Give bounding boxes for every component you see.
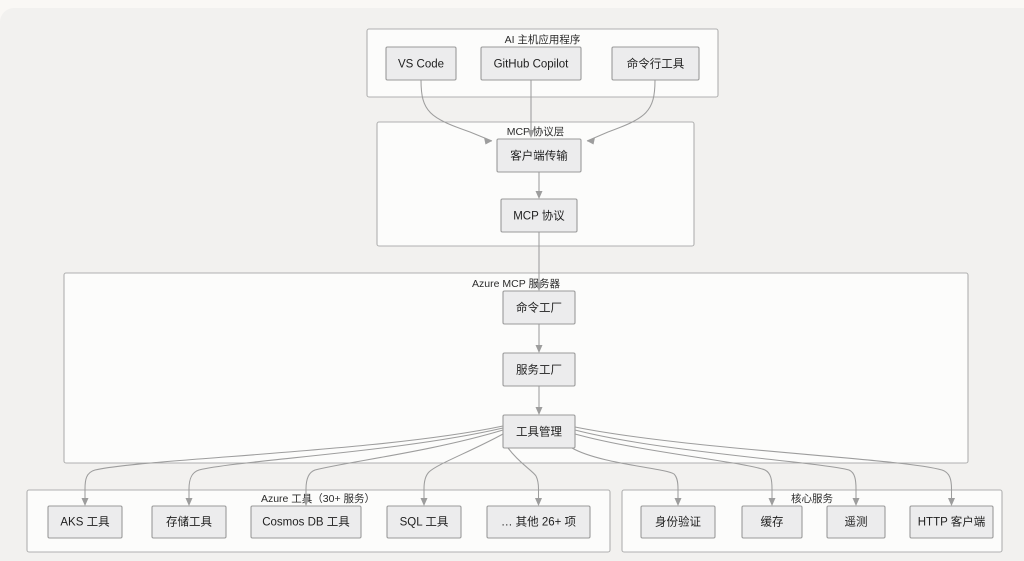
cluster-ai-host-label: AI 主机应用程序	[505, 33, 581, 46]
edge-tool-manager-to-others	[507, 447, 542, 506]
cluster-ai-host: AI 主机应用程序 VS Code GitHub Copilot 命令行工具	[366, 28, 719, 98]
node-cli-tools[interactable]: 命令行工具	[611, 46, 700, 81]
edge-vscode-to-client-transport	[420, 79, 493, 145]
node-sql-tools[interactable]: SQL 工具	[386, 505, 462, 539]
cluster-mcp-layer-label: MCP 协议层	[507, 125, 565, 138]
edge-tool-manager-to-cosmos	[302, 429, 504, 506]
edge-client-transport-to-mcp-protocol	[535, 172, 543, 199]
node-storage-tools[interactable]: 存储工具	[151, 505, 227, 539]
node-cosmos-db-tools[interactable]: Cosmos DB 工具	[250, 505, 362, 539]
cluster-azure-tools: Azure 工具（30+ 服务） AKS 工具 存储工具 Cosmos DB 工…	[26, 489, 611, 553]
node-telemetry-label: 遥测	[845, 516, 868, 529]
node-other-tools[interactable]: … 其他 26+ 项	[486, 505, 591, 539]
edge-mcp-protocol-to-command-factory	[535, 232, 543, 291]
node-github-copilot-label: GitHub Copilot	[494, 59, 570, 71]
edge-cli-to-client-transport	[586, 79, 656, 145]
node-client-transport[interactable]: 客户端传输	[496, 138, 582, 173]
node-tool-manager[interactable]: 工具管理	[502, 414, 576, 449]
edge-tool-manager-to-storage	[185, 427, 504, 506]
node-mcp-protocol-label: MCP 协议	[513, 209, 565, 223]
cluster-azure-mcp-server: Azure MCP 服务器 命令工厂 服务工厂 工具管理	[63, 272, 969, 464]
cluster-mcp-layer: MCP 协议层 客户端传输 MCP 协议	[376, 121, 695, 247]
node-mcp-protocol[interactable]: MCP 协议	[500, 198, 578, 233]
node-command-factory[interactable]: 命令工厂	[502, 290, 576, 325]
cluster-core-services-rect	[621, 489, 1003, 553]
node-github-copilot[interactable]: GitHub Copilot	[480, 46, 582, 81]
node-aks-tools-label: AKS 工具	[60, 516, 110, 529]
node-client-transport-label: 客户端传输	[510, 149, 568, 163]
node-authentication[interactable]: 身份验证	[640, 505, 716, 539]
node-authentication-label: 身份验证	[655, 515, 701, 529]
node-other-tools-label: … 其他 26+ 项	[501, 516, 577, 529]
cluster-azure-tools-label: Azure 工具（30+ 服务）	[261, 492, 375, 505]
node-cache[interactable]: 缓存	[741, 505, 803, 539]
node-http-client-label: HTTP 客户端	[918, 515, 986, 529]
node-sql-tools-label: SQL 工具	[400, 516, 449, 529]
edges-group	[81, 79, 955, 506]
node-tool-manager-label: 工具管理	[516, 425, 562, 439]
cluster-azure-mcp-server-label: Azure MCP 服务器	[472, 277, 560, 290]
cluster-core-services-label: 核心服务	[791, 492, 833, 505]
edge-command-factory-to-service-factory	[535, 324, 543, 353]
node-storage-tools-label: 存储工具	[166, 515, 212, 529]
edge-tool-manager-to-sql	[420, 433, 504, 506]
edge-tool-manager-to-cache	[574, 433, 776, 506]
node-cli-tools-label: 命令行工具	[627, 57, 685, 71]
edge-tool-manager-to-http-client	[574, 426, 955, 506]
edge-tool-manager-to-telemetry	[574, 429, 860, 506]
cluster-mcp-layer-rect	[376, 121, 695, 247]
node-telemetry[interactable]: 遥测	[826, 505, 886, 539]
edge-tool-manager-to-aks	[81, 425, 504, 506]
node-aks-tools[interactable]: AKS 工具	[47, 505, 123, 539]
node-command-factory-label: 命令工厂	[516, 301, 562, 315]
node-service-factory[interactable]: 服务工厂	[502, 352, 576, 387]
cluster-core-services: 核心服务 身份验证 缓存 遥测 HTTP 客户端	[621, 489, 1003, 553]
node-vs-code[interactable]: VS Code	[385, 46, 457, 81]
node-http-client[interactable]: HTTP 客户端	[909, 505, 994, 539]
node-cache-label: 缓存	[761, 515, 784, 529]
edge-copilot-to-client-transport	[527, 80, 535, 138]
edge-service-factory-to-tool-manager	[535, 386, 543, 415]
node-service-factory-label: 服务工厂	[516, 363, 562, 377]
node-cosmos-db-tools-label: Cosmos DB 工具	[262, 516, 350, 529]
node-vs-code-label: VS Code	[398, 59, 444, 71]
edge-tool-manager-to-auth	[571, 447, 682, 506]
